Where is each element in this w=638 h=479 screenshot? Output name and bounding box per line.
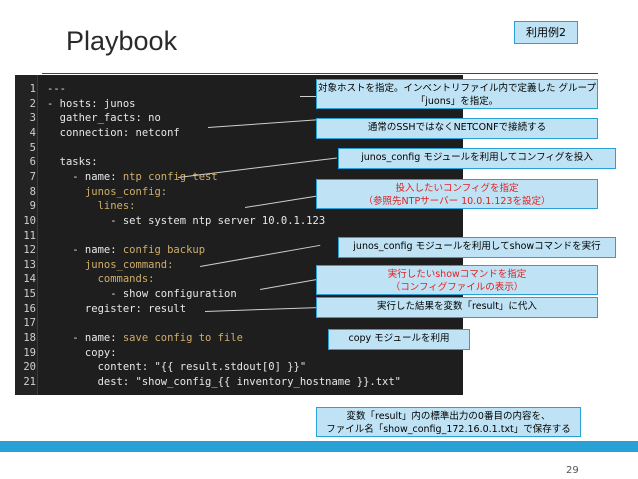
code-line: - name: config backup <box>47 244 206 257</box>
note-show-command-text-2: （コンフィグファイルの表示） <box>390 282 524 293</box>
line-number: 14 <box>23 273 36 286</box>
line-number: 2 <box>29 97 36 110</box>
page-title: Playbook <box>66 26 178 56</box>
code-line: - hosts: junos <box>47 97 136 110</box>
line-number: 19 <box>23 346 36 359</box>
line-number: 6 <box>29 156 36 169</box>
note-junos-config-text: junos_config モジュールを利用してコンフィグを投入 <box>361 152 593 163</box>
code-line: - name: ntp config test <box>47 170 218 183</box>
footer-bar <box>0 441 638 452</box>
note-register-text: 実行した結果を変数「result」に代入 <box>377 301 537 312</box>
note-hosts: 対象ホストを指定。インベントリファイル内で定義した グループ「juons」を指定… <box>316 79 598 109</box>
code-line: junos_config: <box>84 185 168 198</box>
line-number: 3 <box>29 112 36 125</box>
note-config-lines: 投入したいコンフィグを指定 （参照先NTPサーバー 10.0.1.123を設定） <box>316 179 598 209</box>
code-line: register: result <box>47 302 187 315</box>
code-line: connection: netconf <box>47 126 180 139</box>
example-tag: 利用例2 <box>514 21 578 44</box>
line-number: 16 <box>23 302 36 315</box>
code-line: gather_facts: no <box>47 112 161 125</box>
note-save-text-1: 変数「result」内の標準出力の0番目の内容を、 <box>346 411 551 422</box>
note-config-lines-text-2: （参照先NTPサーバー 10.0.1.123を設定） <box>363 196 551 207</box>
line-number: 17 <box>23 317 36 330</box>
code-line: - set system ntp server 10.0.1.123 <box>47 214 326 227</box>
note-hosts-text: 対象ホストを指定。インベントリファイル内で定義した グループ「juons」を指定… <box>318 83 596 107</box>
note-junos-command-text: junos_config モジュールを利用してshowコマンドを実行 <box>353 241 601 252</box>
line-number: 8 <box>29 185 36 198</box>
line-number: 18 <box>23 332 36 345</box>
code-line: content: "{{ result.stdout[0] }}" <box>47 361 307 374</box>
code-line: tasks: <box>47 156 98 169</box>
code-line: junos_command: <box>84 258 174 271</box>
note-junos-command: junos_config モジュールを利用してshowコマンドを実行 <box>338 237 616 258</box>
note-register: 実行した結果を変数「result」に代入 <box>316 297 598 318</box>
note-copy-text: copy モジュールを利用 <box>348 333 450 344</box>
code-line: --- <box>47 83 66 95</box>
line-number: 12 <box>23 244 36 257</box>
arrow-hosts <box>300 96 324 97</box>
code-line: dest: "show_config_{{ inventory_hostname… <box>47 376 402 388</box>
line-number: 4 <box>29 126 36 139</box>
line-number: 1 <box>29 83 36 95</box>
page-number: 29 <box>566 465 579 476</box>
code-line: copy: <box>47 346 117 359</box>
code-line: commands: <box>97 273 155 286</box>
note-config-lines-text-1: 投入したいコンフィグを指定 <box>395 183 519 194</box>
note-show-command-text-1: 実行したいshowコマンドを指定 <box>387 269 527 280</box>
code-line: - name: save config to file <box>47 332 243 345</box>
code-line: lines: <box>97 200 136 213</box>
code-line: - show configuration <box>47 288 237 301</box>
note-netconf-text: 通常のSSHではなくNETCONFで接続する <box>367 122 547 133</box>
note-save-text-2: ファイル名「show_config_172.16.0.1.txt」で保存する <box>326 424 571 435</box>
note-copy: copy モジュールを利用 <box>328 329 470 350</box>
note-junos-config: junos_config モジュールを利用してコンフィグを投入 <box>338 148 616 169</box>
line-number: 13 <box>23 258 36 271</box>
line-number: 20 <box>23 361 36 374</box>
line-number: 9 <box>29 200 36 213</box>
note-show-command: 実行したいshowコマンドを指定 （コンフィグファイルの表示） <box>316 265 598 295</box>
note-netconf: 通常のSSHではなくNETCONFで接続する <box>316 118 598 139</box>
line-number: 11 <box>23 229 36 242</box>
line-number: 15 <box>23 288 36 301</box>
note-save: 変数「result」内の標準出力の0番目の内容を、 ファイル名「show_con… <box>316 407 581 437</box>
title-divider <box>42 73 598 74</box>
line-number: 10 <box>23 214 36 227</box>
line-number: 21 <box>23 376 36 388</box>
line-number: 5 <box>29 141 36 154</box>
line-number: 7 <box>29 170 36 183</box>
